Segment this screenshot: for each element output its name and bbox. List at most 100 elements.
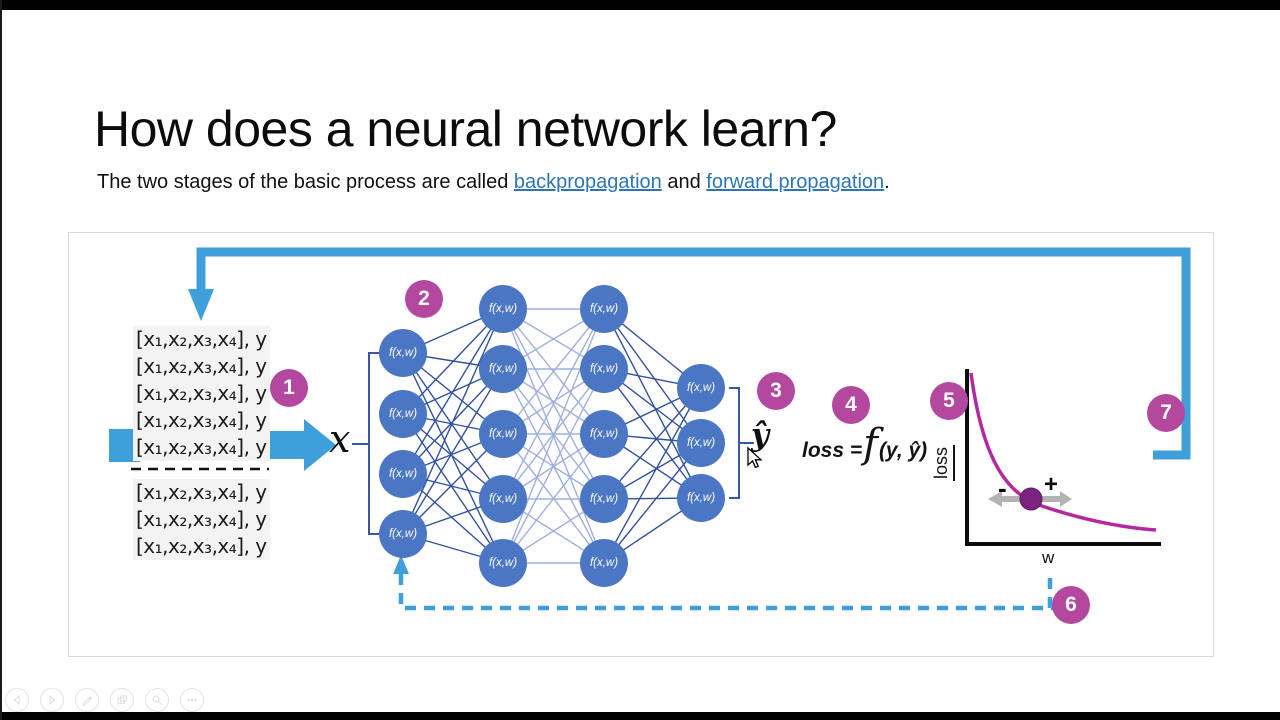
network-edge xyxy=(402,352,504,500)
input-bracket xyxy=(352,352,379,535)
output-symbol-yhat: ŷ xyxy=(751,417,770,453)
dataset-row: [x₁,x₂,x₃,x₄], y xyxy=(133,533,270,560)
network-node: f(x,w) xyxy=(677,474,725,522)
left-edge-line xyxy=(0,0,2,720)
zoom-slide-button[interactable] xyxy=(145,688,169,712)
next-slide-button[interactable] xyxy=(40,688,64,712)
network-node: f(x,w) xyxy=(677,419,725,467)
node-label: f(x,w) xyxy=(388,408,418,420)
loss-axis-label: loss xyxy=(931,444,956,482)
forward-propagation-link[interactable]: forward propagation xyxy=(706,171,885,193)
loss-function-symbol: f xyxy=(863,421,878,467)
diagram-panel: [x₁,x₂,x₃,x₄], y [x₁,x₂,x₃,x₄], y [x₁,x₂… xyxy=(68,232,1214,657)
node-label: f(x,w) xyxy=(686,382,716,394)
loss-formula-prefix: loss = xyxy=(802,439,863,462)
step-badge-2: 2 xyxy=(405,280,443,318)
step-badge-5: 5 xyxy=(930,382,968,420)
network-edge xyxy=(603,368,702,499)
step-badge-6: 6 xyxy=(1052,586,1090,624)
node-label: f(x,w) xyxy=(488,363,518,375)
node-label: f(x,w) xyxy=(589,493,619,505)
increase-sign: + xyxy=(1044,471,1059,498)
network-node: f(x,w) xyxy=(677,364,725,412)
network-edge xyxy=(502,308,605,500)
network-node: f(x,w) xyxy=(580,285,628,333)
dataset-row: [x₁,x₂,x₃,x₄], y xyxy=(133,353,270,380)
node-label: f(x,w) xyxy=(488,428,518,440)
node-label: f(x,w) xyxy=(589,363,619,375)
weight-update-dashed-path xyxy=(398,570,1071,611)
ellipsis-icon xyxy=(187,698,197,702)
backpropagation-link[interactable]: backpropagation xyxy=(513,171,662,193)
weight-shift-arrowhead-right xyxy=(1060,491,1072,507)
step-badge-3: 3 xyxy=(757,372,795,410)
step-badge-1: 1 xyxy=(270,369,308,407)
network-edge xyxy=(502,308,605,435)
network-node: f(x,w) xyxy=(580,475,628,523)
weight-update-arrowhead xyxy=(393,555,409,574)
node-label: f(x,w) xyxy=(488,493,518,505)
weight-dot xyxy=(1019,487,1043,511)
network-node: f(x,w) xyxy=(580,539,628,587)
network-edge xyxy=(402,413,504,564)
loss-axes xyxy=(965,369,1161,546)
subtitle-prefix: The two stages of the basic process are … xyxy=(97,171,514,193)
feedback-arrowhead xyxy=(188,289,214,321)
node-label: f(x,w) xyxy=(589,557,619,569)
loss-curve xyxy=(969,372,1157,532)
input-symbol-x: x xyxy=(329,417,351,461)
page-title: How does a neural network learn? xyxy=(94,100,837,157)
dataset-row: [x₁,x₂,x₃,x₄], y xyxy=(133,506,270,533)
network-node: f(x,w) xyxy=(479,410,527,458)
node-label: f(x,w) xyxy=(589,428,619,440)
network-node: f(x,w) xyxy=(580,410,628,458)
all-slides-button[interactable] xyxy=(110,688,134,712)
subtitle-period: . xyxy=(884,171,890,193)
network-edge xyxy=(502,368,605,500)
dataset-row: [x₁,x₂,x₃,x₄], y xyxy=(133,434,270,461)
network-node: f(x,w) xyxy=(379,390,427,438)
step-badge-7: 7 xyxy=(1147,394,1185,432)
loss-formula-arguments: (y, ŷ) xyxy=(878,439,928,462)
node-label: f(x,w) xyxy=(686,437,716,449)
mouse-cursor xyxy=(747,446,763,469)
network-edge xyxy=(402,368,504,535)
pen-icon xyxy=(82,696,93,707)
feedback-loop-line xyxy=(196,247,1191,460)
subtitle: The two stages of the basic process are … xyxy=(97,171,890,194)
network-edge xyxy=(603,308,702,444)
network-node: f(x,w) xyxy=(379,450,427,498)
weight-shift-arrowhead-left xyxy=(988,491,1002,507)
output-bracket xyxy=(729,387,754,499)
node-label: f(x,w) xyxy=(388,468,418,480)
node-label: f(x,w) xyxy=(488,557,518,569)
previous-slide-button[interactable] xyxy=(5,688,29,712)
subtitle-conjunction: and xyxy=(661,171,707,193)
network-edge xyxy=(402,352,504,564)
more-options-button[interactable] xyxy=(180,688,204,712)
step-badge-4: 4 xyxy=(832,386,870,424)
network-node: f(x,w) xyxy=(479,345,527,393)
node-label: f(x,w) xyxy=(388,528,418,540)
network-edge xyxy=(502,368,605,564)
network-node: f(x,w) xyxy=(479,285,527,333)
dataset-row: [x₁,x₂,x₃,x₄], y xyxy=(133,479,270,506)
pen-tool-button[interactable] xyxy=(75,688,99,712)
player-controls xyxy=(5,688,204,712)
node-label: f(x,w) xyxy=(589,303,619,315)
network-edge xyxy=(603,442,702,564)
node-label: f(x,w) xyxy=(488,303,518,315)
dataset-row: [x₁,x₂,x₃,x₄], y xyxy=(133,326,270,353)
network-node: f(x,w) xyxy=(479,539,527,587)
next-arrow-icon xyxy=(49,695,56,705)
decrease-sign: - xyxy=(998,473,1007,503)
node-label: f(x,w) xyxy=(388,347,418,359)
network-node: f(x,w) xyxy=(379,329,427,377)
slides-icon xyxy=(117,695,128,704)
previous-arrow-icon xyxy=(13,695,20,705)
batch-input-arrow xyxy=(262,419,336,471)
network-edge xyxy=(502,433,605,564)
letterbox-bottom xyxy=(0,712,1280,720)
network-node: f(x,w) xyxy=(479,475,527,523)
magnifier-icon xyxy=(152,695,162,705)
